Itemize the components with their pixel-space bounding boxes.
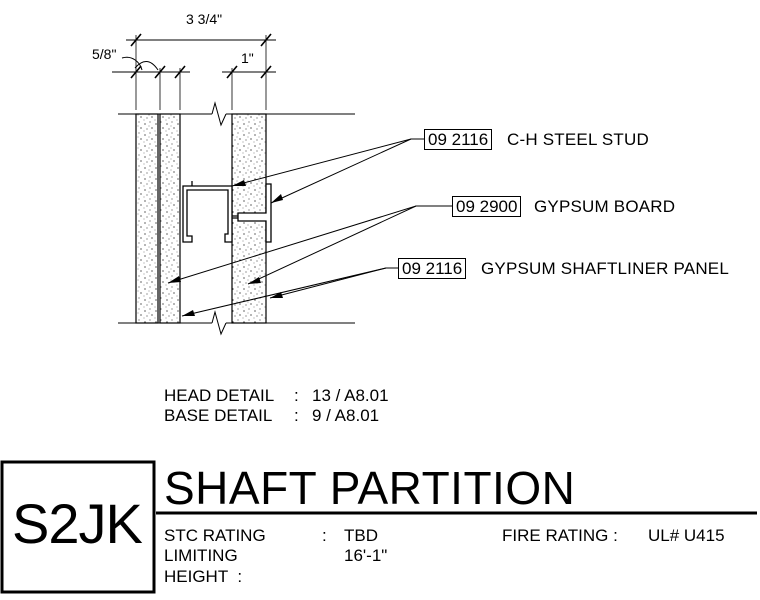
base-detail-reference[interactable]: 9 / A8.01 [312,406,380,425]
callout-label: GYPSUM SHAFTLINER PANEL [481,259,730,278]
boundary-lines [118,101,355,336]
overall-thickness-dimension: 3 3/4" [186,11,223,27]
callout-code: 09 2116 [424,129,493,150]
partition-type-code: S2JK [12,492,143,555]
callout-label: GYPSUM BOARD [534,197,676,216]
head-detail-label: HEAD DETAIL [164,386,275,405]
limiting-height-label: LIMITING [164,546,238,565]
stc-rating-separator: : [322,526,327,545]
leader-arrowheads [168,180,283,316]
stc-rating-label: STC RATING [164,526,266,545]
head-detail-reference[interactable]: 13 / A8.01 [312,386,389,405]
limiting-height-label-line2: HEIGHT : [164,567,243,586]
head-detail-separator: : [294,386,299,405]
partition-title: SHAFT PARTITION [164,462,576,514]
dimension-lines [112,33,276,79]
fire-rating-label: FIRE RATING : [502,526,618,545]
stc-rating-value: TBD [344,526,378,545]
limiting-height-value: 16'-1" [344,546,388,565]
ch-steel-stud [182,181,272,243]
base-detail-label: BASE DETAIL [164,406,273,425]
shaftliner-thickness-dimension: 1" [241,50,254,66]
fire-rating-value: UL# U415 [648,526,725,545]
callout-label: C-H STEEL STUD [507,130,649,149]
callout-code: 09 2116 [398,258,467,279]
board-thickness-dimension: 5/8" [92,46,117,62]
callout-code: 09 2900 [452,196,522,217]
leader-lines [167,138,452,317]
title-block-frame [0,460,757,594]
base-detail-separator: : [294,406,299,425]
